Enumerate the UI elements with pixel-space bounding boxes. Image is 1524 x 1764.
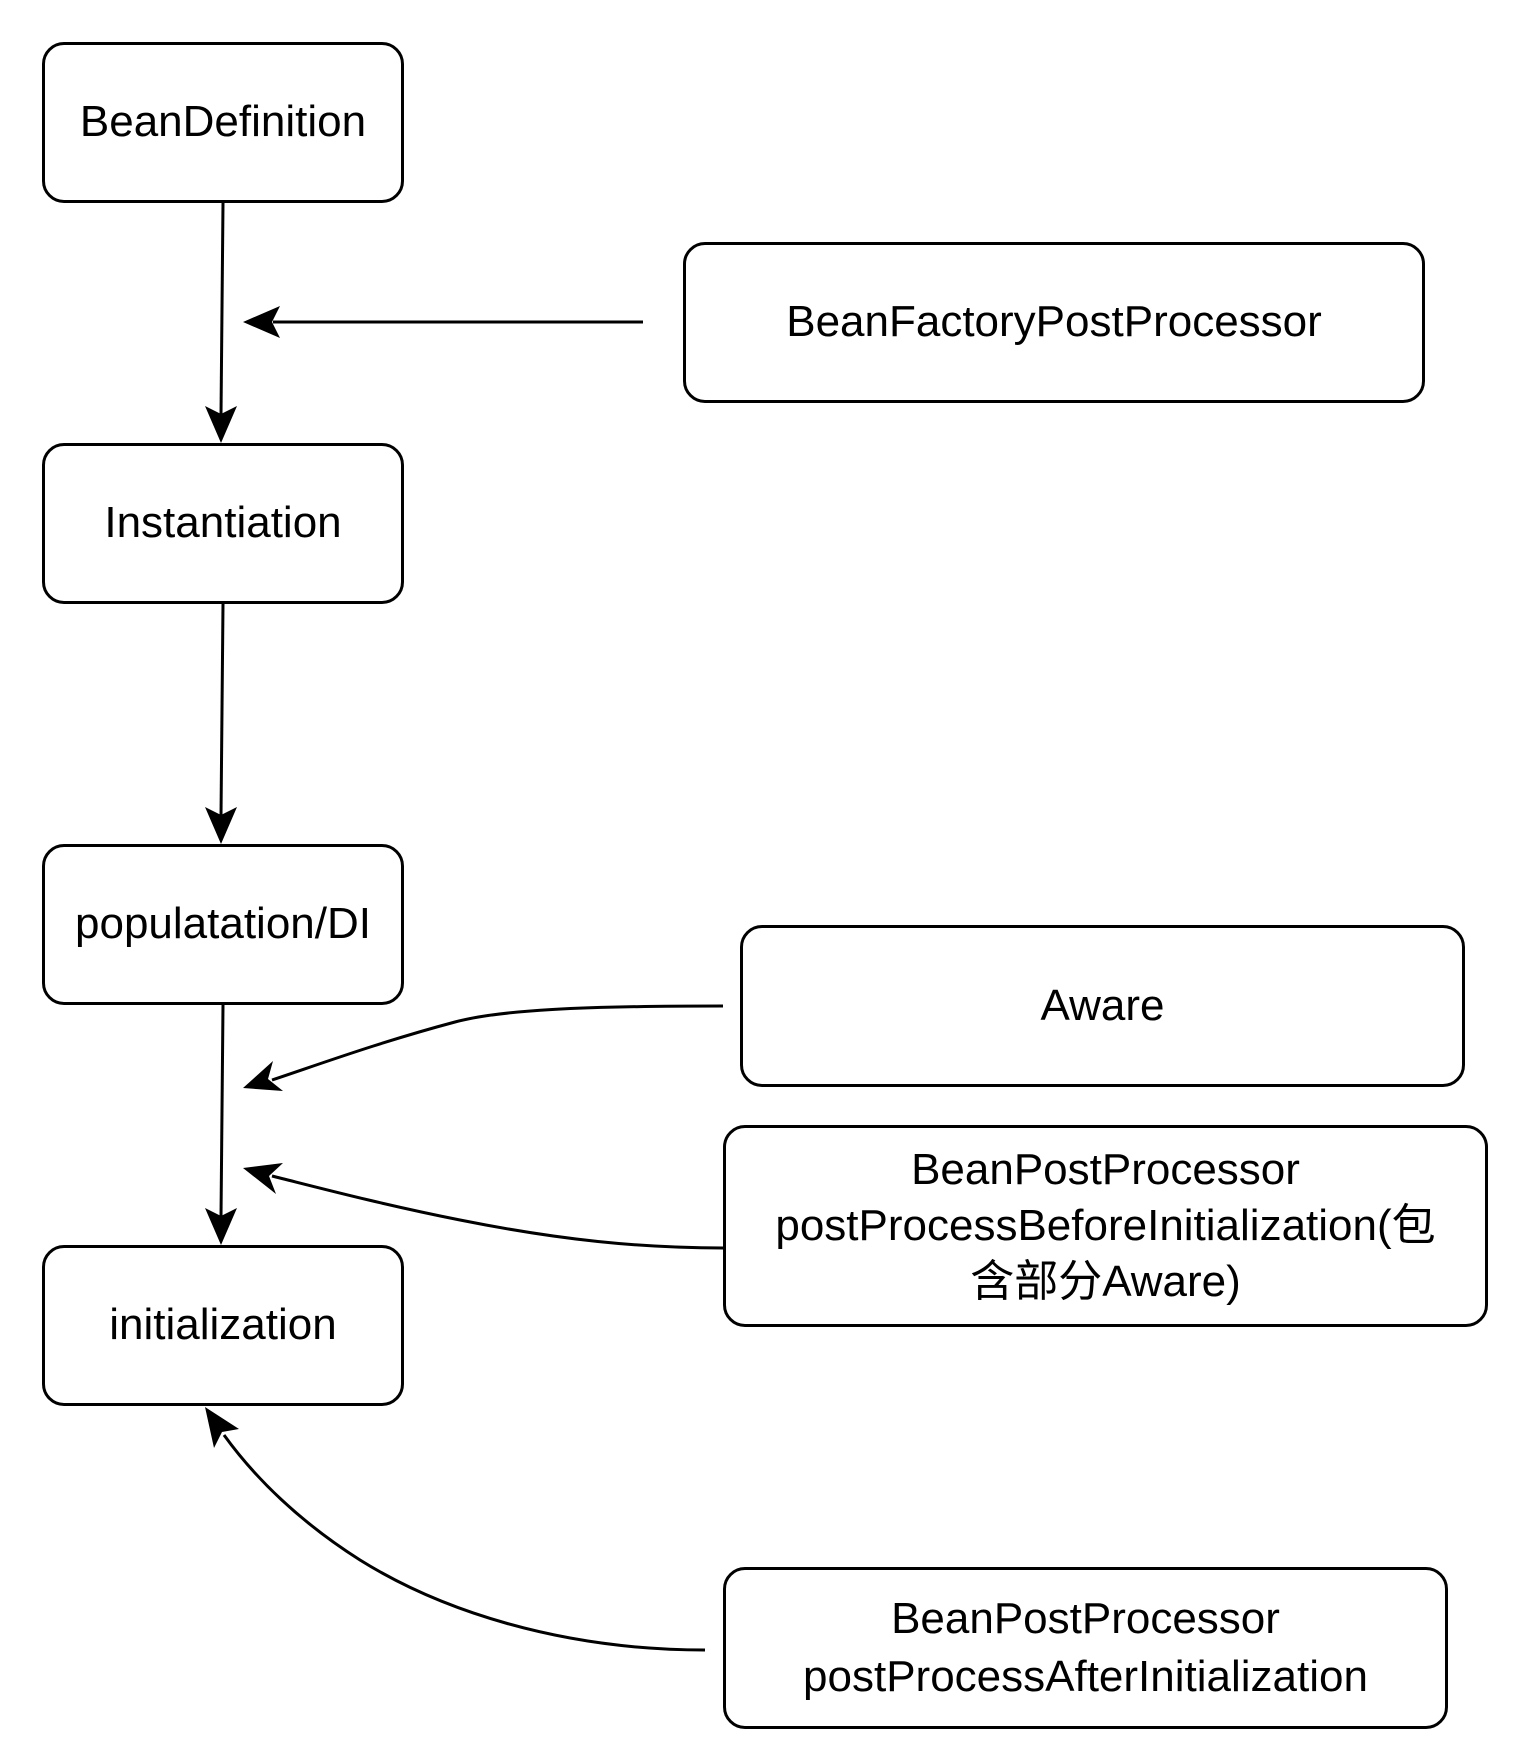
node-label-line: postProcessAfterInitialization	[803, 1652, 1368, 1701]
node-label: BeanPostProcessor postProcessAfterInitia…	[793, 1590, 1378, 1706]
node-label-line: BeanPostProcessor	[911, 1144, 1300, 1194]
arrowhead	[205, 1208, 237, 1245]
node-bean-post-processor-before: BeanPostProcessor postProcessBeforeIniti…	[723, 1125, 1488, 1327]
arrowhead	[243, 1163, 283, 1194]
node-label: populatation/DI	[65, 895, 381, 953]
node-aware: Aware	[740, 925, 1465, 1087]
node-label: BeanFactoryPostProcessor	[776, 293, 1332, 351]
node-label-line: BeanFactoryPostProcessor	[786, 297, 1322, 347]
node-label: initialization	[99, 1296, 346, 1354]
node-population-di: populatation/DI	[42, 844, 404, 1005]
node-bean-definition: BeanDefinition	[42, 42, 404, 203]
node-label: Instantiation	[94, 494, 351, 552]
edge-bpp-before-to-flow	[243, 1163, 724, 1250]
node-bean-factory-post-processor: BeanFactoryPostProcessor	[683, 242, 1425, 403]
edge-beanfactorypostprocessor-to-flow	[243, 306, 643, 338]
node-label: BeanPostProcessor postProcessBeforeIniti…	[765, 1142, 1445, 1311]
node-label-line: populatation/DI	[75, 899, 371, 949]
edge-beandefinition-to-instantiation	[205, 202, 237, 443]
arrowhead	[243, 306, 280, 338]
node-label-line: initialization	[109, 1300, 337, 1350]
node-label-line: 含部分Aware)	[970, 1257, 1241, 1307]
edge-population-to-initialization	[205, 1004, 237, 1245]
node-label-line: BeanPostProcessor	[891, 1593, 1280, 1643]
arrowhead	[205, 807, 237, 844]
node-initialization: initialization	[42, 1245, 404, 1406]
edge-instantiation-to-population	[205, 603, 237, 844]
arrowhead	[205, 1407, 239, 1448]
node-label-line: BeanDefinition	[79, 97, 367, 147]
node-label-line: postProcessBeforeInitialization(包	[775, 1200, 1436, 1250]
edge-aware-to-flow	[243, 1004, 724, 1091]
node-label: BeanDefinition	[70, 93, 376, 151]
node-label-line: Aware	[1040, 980, 1165, 1030]
edge-bpp-after-to-initialization	[205, 1407, 706, 1652]
node-label: Aware	[1031, 977, 1175, 1035]
node-label-line: Instantiation	[104, 498, 342, 548]
arrowhead	[243, 1061, 283, 1091]
node-bean-post-processor-after: BeanPostProcessor postProcessAfterInitia…	[723, 1567, 1448, 1729]
node-instantiation: Instantiation	[42, 443, 404, 604]
arrowhead	[205, 406, 237, 443]
